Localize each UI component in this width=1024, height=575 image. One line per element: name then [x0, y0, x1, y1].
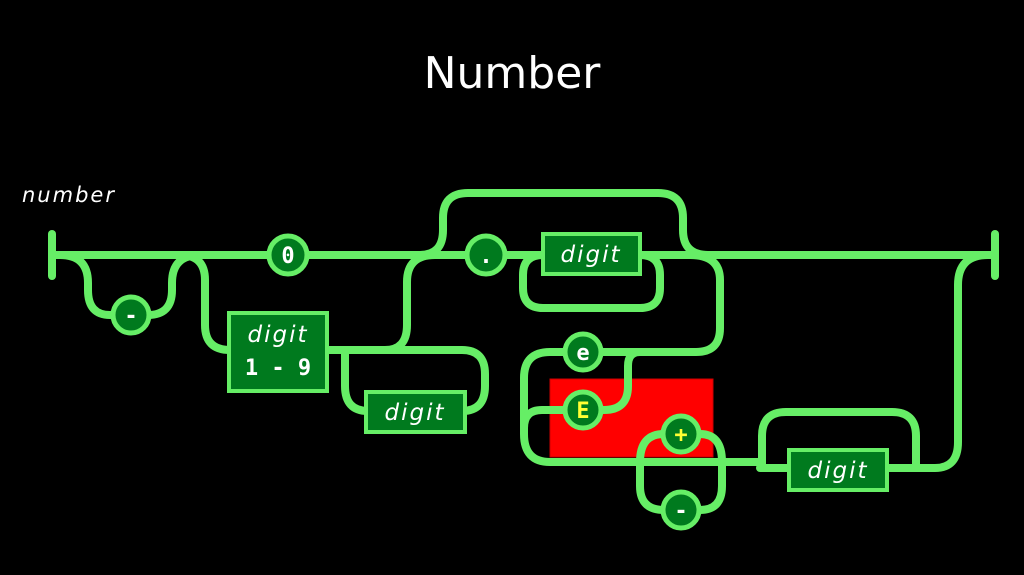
exponent-exit [756, 251, 992, 472]
frac-digit-loop [519, 251, 664, 312]
nonterminal-digit19: digit 1 - 9 [227, 311, 329, 393]
int-digit-loop [341, 346, 489, 415]
E-branch [520, 348, 644, 432]
terminal-exp-minus: - [660, 489, 702, 531]
terminal-exp-minus-label: - [674, 499, 687, 524]
terminal-dot: . [464, 233, 508, 277]
int-digit-label: digit [385, 400, 446, 426]
terminal-e-label: e [576, 341, 589, 366]
fraction-bypass [416, 189, 712, 259]
terminal-minus: - [110, 294, 152, 336]
terminal-plus: + [660, 413, 702, 455]
digit19-bottom-label: 1 - 9 [245, 356, 311, 381]
terminal-plus-label: + [674, 423, 687, 448]
terminal-zero-label: 0 [281, 244, 294, 269]
slide-title: Number [424, 48, 602, 99]
rule-name: number [22, 183, 116, 207]
exp-digit-label: digit [808, 458, 869, 484]
terminal-minus-label: - [124, 304, 137, 329]
nonterminal-int-digit: digit [364, 390, 467, 434]
terminal-E: E [562, 389, 604, 431]
exp-digit-loop [758, 408, 920, 472]
terminal-e: e [562, 331, 604, 373]
digit19-top-label: digit [248, 322, 309, 348]
frac-digit-label: digit [561, 242, 622, 268]
terminal-zero: 0 [266, 233, 310, 277]
nonterminal-frac-digit: digit [541, 232, 642, 276]
exponent-entry [520, 251, 764, 466]
terminal-E-label: E [576, 399, 589, 424]
terminal-dot-label: . [479, 244, 492, 269]
nonterminal-exp-digit: digit [787, 448, 889, 492]
